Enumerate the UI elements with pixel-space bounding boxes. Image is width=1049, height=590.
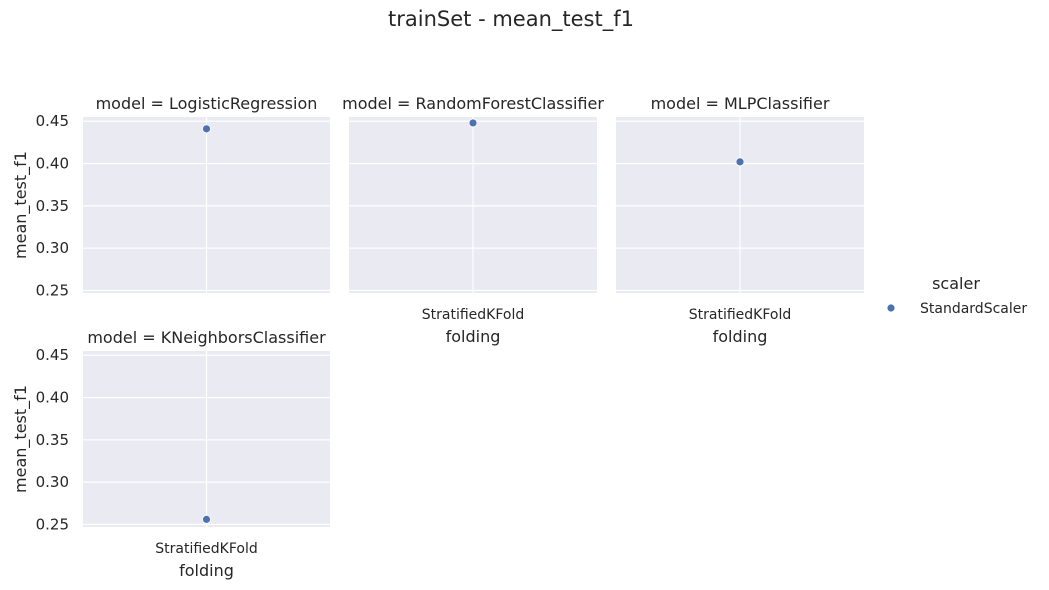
facet-panel: StratifiedKFold folding model = MLPClassif…: [616, 94, 864, 346]
x-axis-label: folding: [179, 561, 234, 580]
panel-title: model = RandomForestClassifier: [342, 94, 604, 113]
x-axis-label: folding: [446, 327, 501, 346]
y-axis-label: mean_test_f1: [11, 151, 31, 259]
y-tick-label: 0.30: [36, 239, 69, 257]
y-tick-label: 0.30: [36, 473, 69, 491]
y-tick-label: 0.45: [36, 112, 69, 130]
y-tick-label: 0.25: [36, 515, 69, 533]
legend: scaler StandardScaler: [886, 274, 1027, 317]
legend-marker: [886, 303, 896, 313]
chart-title: trainSet - mean_test_f1: [388, 7, 634, 32]
x-axis-label: folding: [713, 327, 768, 346]
y-axis-label: mean_test_f1: [11, 385, 31, 493]
legend-label: StandardScaler: [920, 301, 1027, 317]
data-point: [735, 157, 745, 167]
x-tick-label: StratifiedKFold: [422, 307, 524, 323]
data-point: [202, 514, 211, 524]
legend-title: scaler: [932, 274, 980, 293]
y-tick-label: 0.45: [36, 346, 69, 364]
panel-title: model = MLPClassifier: [651, 94, 830, 113]
panel-title: model = KNeighborsClassifier: [87, 328, 326, 347]
data-point: [202, 124, 211, 134]
y-tick-label: 0.40: [36, 389, 69, 407]
y-tick-label: 0.35: [36, 431, 69, 449]
panel-title: model = LogisticRegression: [96, 94, 318, 113]
y-tick-label: 0.25: [36, 281, 69, 299]
x-tick-label: StratifiedKFold: [689, 307, 791, 323]
data-point: [468, 118, 478, 128]
y-tick-label: 0.40: [36, 155, 69, 173]
facet-panel: 0.25 0.30 0.35 0.40 0.45 mean_test_f1 model = …: [11, 94, 330, 299]
x-tick-label: StratifiedKFold: [155, 541, 257, 557]
facet-panel: StratifiedKFold folding model = RandomFore…: [342, 94, 604, 346]
y-tick-label: 0.35: [36, 197, 69, 215]
